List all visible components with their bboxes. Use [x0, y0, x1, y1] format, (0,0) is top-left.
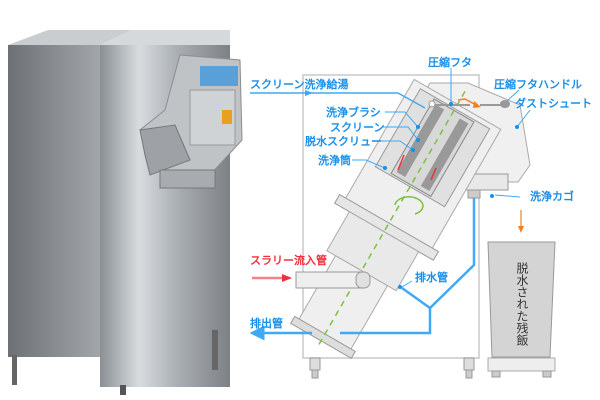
- machine-photo: [8, 30, 243, 395]
- label-discharge-pipe: 排出管: [250, 316, 283, 330]
- label-dewatered-waste: 脱水された残飯: [515, 261, 529, 346]
- label-slurry-inlet-pipe: スラリー流入管: [250, 253, 327, 267]
- label-dewatering-screw: 脱水スクリュー: [305, 134, 382, 148]
- label-drain-pipe: 排水管: [415, 270, 448, 284]
- machine-frame: [302, 74, 480, 379]
- waste-bin: [487, 241, 556, 358]
- slurry-inlet-pipe: [295, 271, 365, 289]
- rotation-arrow-icon: [394, 196, 424, 215]
- label-screen-wash-hot-water: スクリーン洗浄給湯: [250, 77, 348, 91]
- label-screen: スクリーン: [330, 121, 384, 134]
- leader-lines: [352, 68, 531, 288]
- label-wash-brush: 洗浄ブラシ: [326, 105, 381, 119]
- label-dust-chute: ダストシュート: [515, 96, 592, 110]
- label-wash-cylinder: 洗浄筒: [318, 153, 351, 167]
- drain-flow: [249, 198, 476, 341]
- label-compression-lid-handle: 圧縮フタハンドル: [494, 77, 582, 91]
- label-compression-lid: 圧縮フタ: [428, 55, 472, 69]
- label-wash-basket: 洗浄カゴ: [530, 189, 574, 203]
